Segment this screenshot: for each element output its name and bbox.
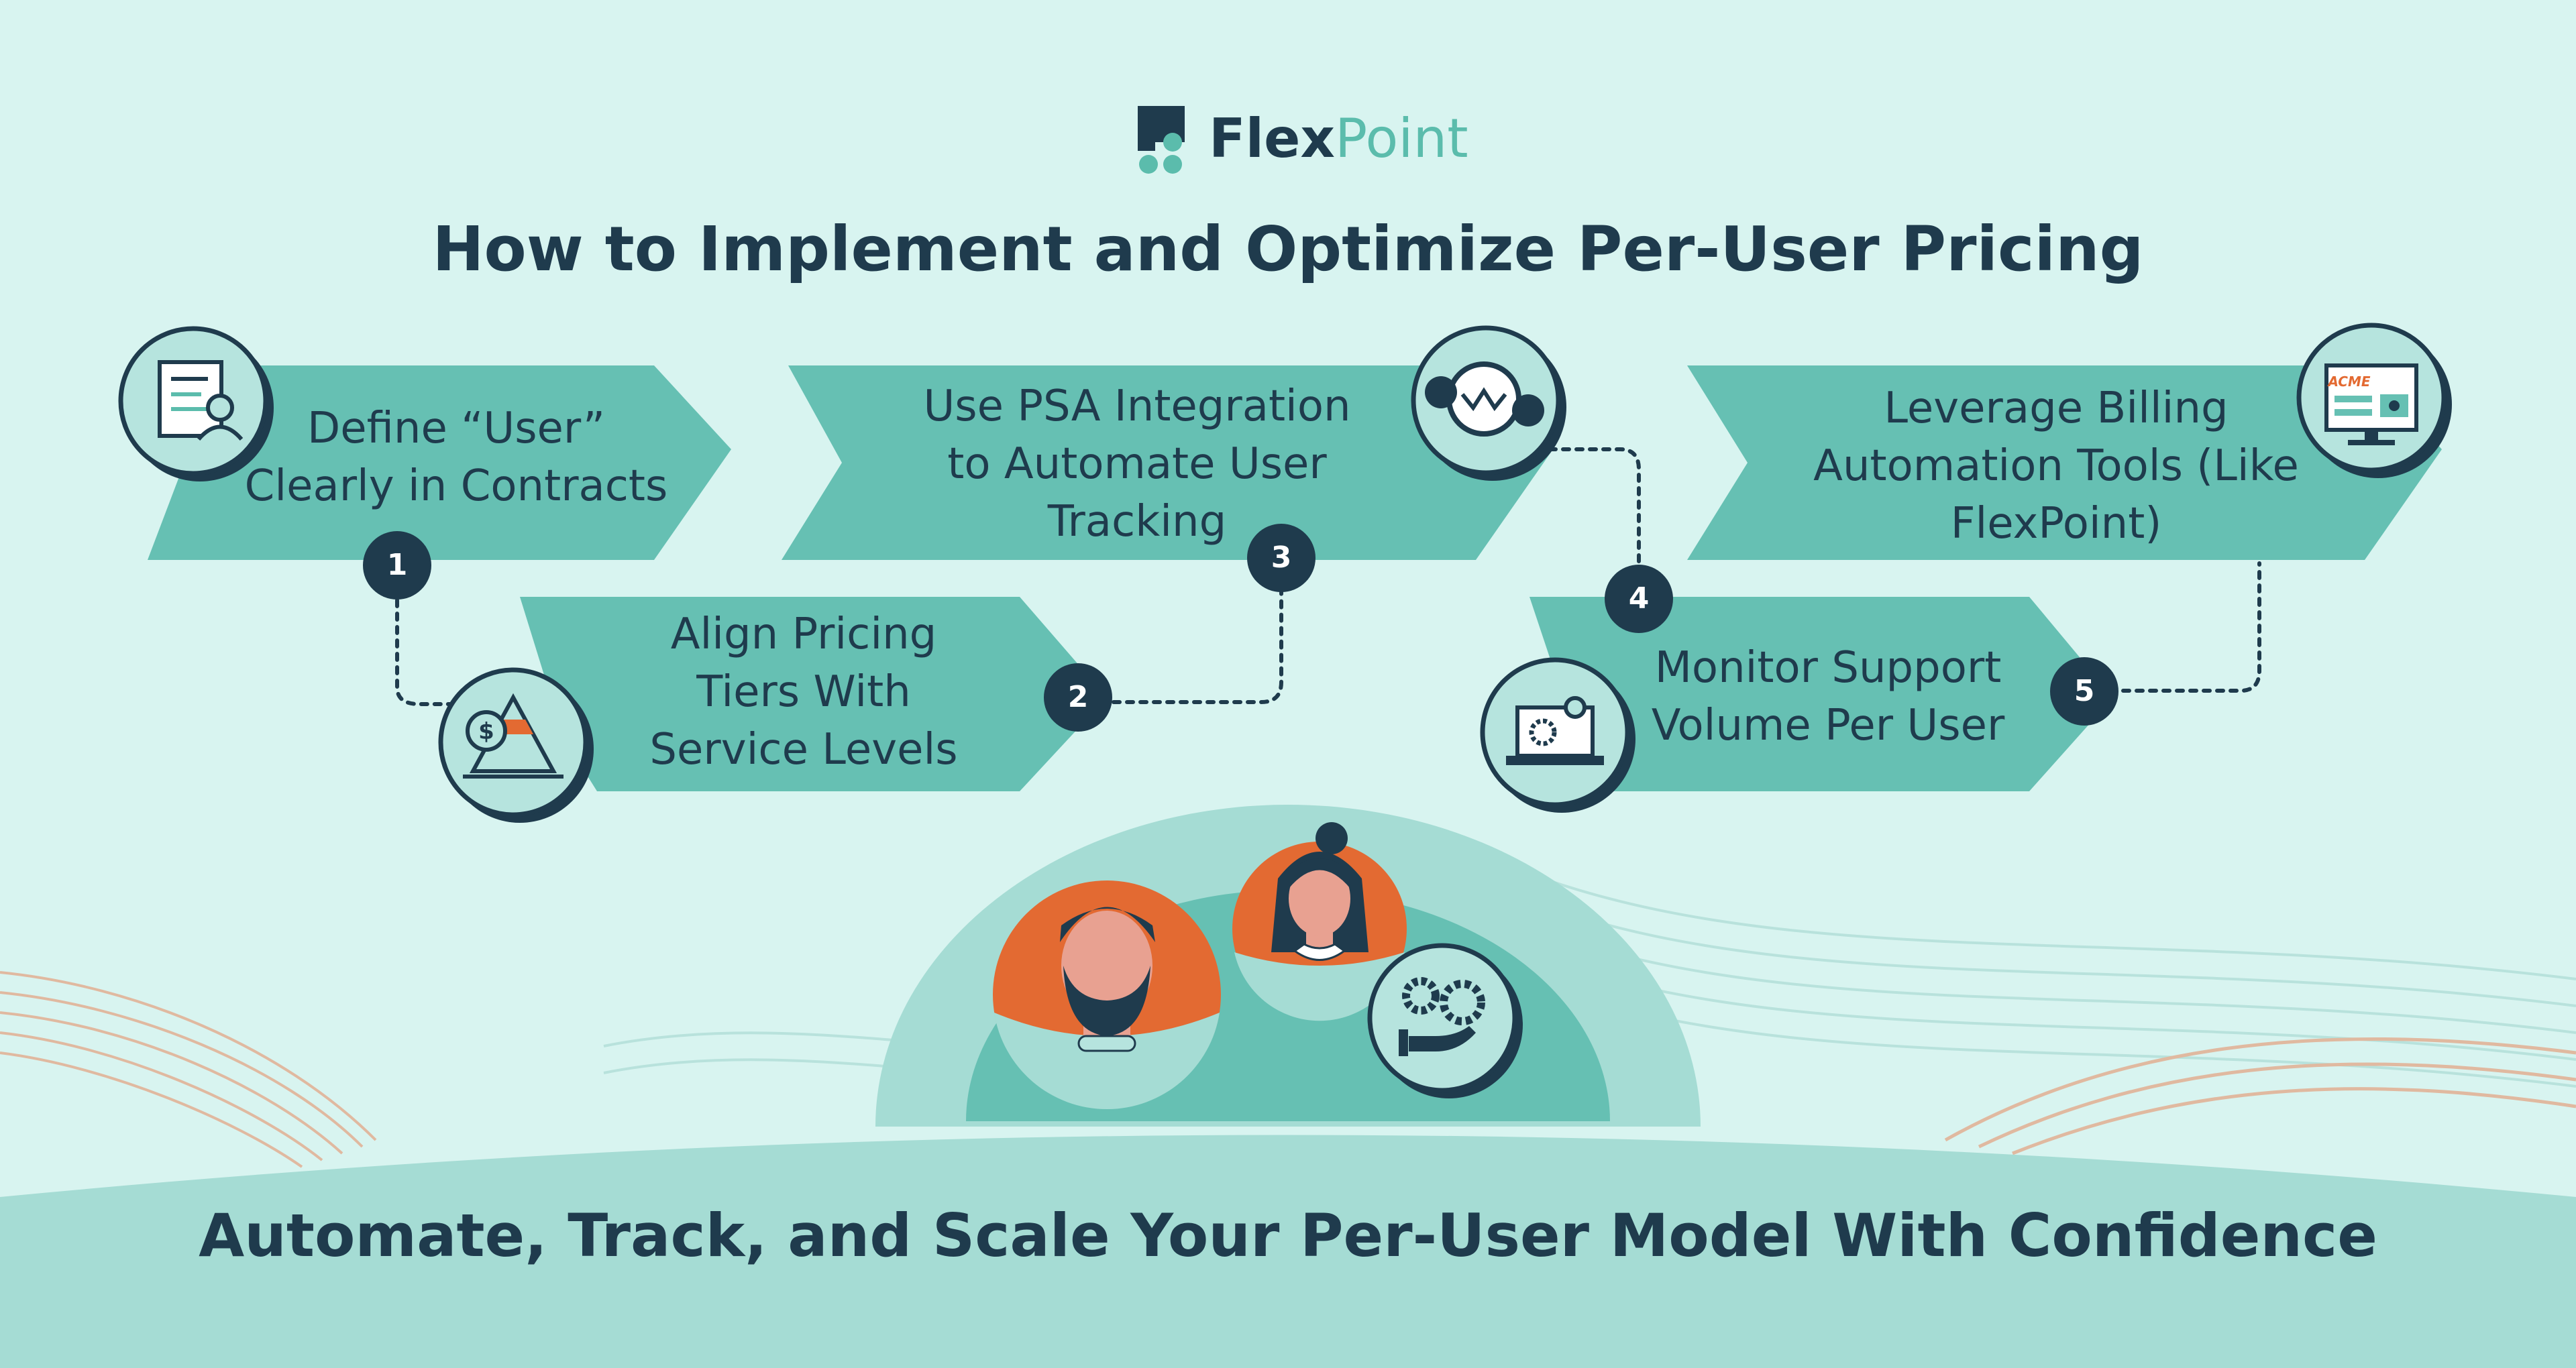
connector-1-2 [395, 598, 465, 706]
step-4-line-2: Volume Per User [1651, 701, 2005, 750]
step-2-line-2: Tiers With [696, 667, 911, 717]
background-waves [0, 877, 2576, 1168]
step-2-number: 2 [1067, 680, 1089, 714]
laptop-settings-icon [1480, 657, 1635, 813]
acme-label: ACME [2326, 374, 2370, 390]
integration-gears-icon [1411, 325, 1566, 481]
step-5-line-2: Automation Tools (Like [1813, 441, 2299, 491]
banner-1 [148, 365, 731, 560]
logo-text-flex: Flex [1209, 107, 1335, 170]
step-1-text: Define “User” Clearly in Contracts [221, 400, 691, 515]
gears-hand-icon [1367, 943, 1523, 1098]
step-5-line-1: Leverage Billing [1884, 384, 2229, 433]
step-2-text: Align Pricing Tiers With Service Levels [602, 606, 1005, 779]
step-1-line-2: Clearly in Contracts [244, 461, 668, 511]
number-circle-5 [2050, 657, 2118, 726]
step-banners [148, 365, 2442, 791]
man-avatar [993, 880, 1221, 1109]
step-5-line-3: FlexPoint) [1950, 499, 2162, 549]
step-5-number: 5 [2074, 674, 2095, 708]
banner-3 [782, 365, 1553, 560]
step-5-text: Leverage Billing Automation Tools (Like … [1771, 380, 2341, 553]
connector-2-3 [1112, 588, 1283, 704]
logo-text-point: Point [1334, 107, 1468, 170]
step-3-line-2: to Automate User [947, 439, 1327, 489]
contract-user-icon [118, 326, 274, 481]
flexpoint-logo-icon [1138, 106, 1185, 174]
number-circle-1 [363, 531, 431, 600]
step-4-line-1: Monitor Support [1654, 643, 2002, 693]
step-3-line-1: Use PSA Integration [923, 382, 1351, 431]
step-1-number: 1 [386, 548, 408, 582]
step-icon-bubbles: $ [118, 323, 2452, 823]
number-circle-4 [1605, 565, 1673, 633]
step-3-text: Use PSA Integration to Automate User Tra… [892, 378, 1382, 551]
step-3-line-3: Tracking [1047, 497, 1227, 547]
banner-2 [520, 597, 1107, 791]
woman-avatar [1232, 822, 1407, 1021]
connector-3-4 [1548, 447, 1641, 565]
svg-text:$: $ [478, 718, 494, 745]
step-4-number: 4 [1628, 581, 1650, 616]
connector-5 [2121, 561, 2261, 693]
step-4-text: Monitor Support Volume Per User [1610, 639, 2046, 754]
page-title: How to Implement and Optimize Per-User P… [432, 213, 2144, 285]
step-2-line-3: Service Levels [649, 725, 958, 775]
pricing-tiers-icon: $ [438, 667, 594, 823]
banner-5 [1687, 365, 2442, 560]
number-circles [363, 524, 2118, 732]
billing-monitor-icon: ACME [2296, 323, 2452, 478]
flexpoint-logo-text: FlexPoint [1209, 107, 1468, 170]
step-2-line-1: Align Pricing [670, 610, 937, 659]
number-circle-3 [1247, 524, 1316, 592]
connectors [395, 447, 2261, 706]
banner-4 [1529, 597, 2113, 791]
bottom-mound [0, 1135, 2576, 1368]
tagline: Automate, Track, and Scale Your Per-User… [199, 1201, 2377, 1270]
step-3-number: 3 [1271, 540, 1292, 575]
step-1-line-1: Define “User” [307, 404, 606, 453]
number-circle-2 [1044, 663, 1112, 732]
